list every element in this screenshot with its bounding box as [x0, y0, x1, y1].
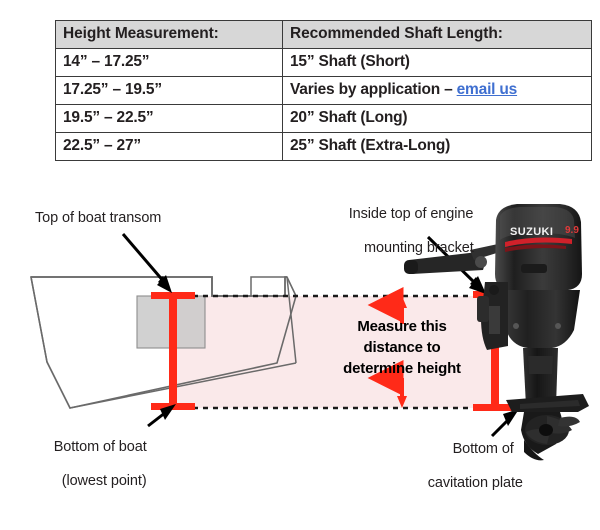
label-bottom-of-cavitation-plate: Bottom of cavitation plate	[412, 424, 523, 509]
engine-mounting-bracket	[477, 282, 508, 350]
cell-shaft-recommendation: 20” Shaft (Long)	[282, 104, 592, 133]
cavitation-label-line-1: Bottom of	[452, 441, 514, 457]
callout-arrow-cavitation	[490, 409, 519, 438]
engine-lower-unit	[521, 412, 580, 461]
bracket-label-line-1: Inside top of engine	[348, 206, 474, 222]
cell-height-range: 14” – 17.25”	[55, 48, 283, 77]
bracket-label-line-2: mounting bracket	[364, 240, 474, 256]
engine-drive-shaft	[523, 348, 558, 406]
callout-arrow-transom	[121, 233, 172, 293]
table-row: 22.5” – 27” 25” Shaft (Extra-Long)	[55, 132, 592, 161]
boat-hull-silhouette	[30, 276, 297, 409]
label-measure-this-distance: Measure this distance to determine heigh…	[318, 316, 486, 379]
cell-shaft-recommendation: Varies by application – email us	[282, 76, 592, 105]
label-inside-top-of-engine-mounting-bracket: Inside top of engine mounting bracket	[333, 189, 474, 274]
cell-height-range: 19.5” – 22.5”	[55, 104, 283, 133]
table-header-row: Height Measurement: Recommended Shaft Le…	[55, 20, 592, 49]
cell-shaft-recommendation: 25” Shaft (Extra-Long)	[282, 132, 592, 161]
measurement-shaded-region	[173, 296, 495, 408]
cell-height-range: 22.5” – 27”	[55, 132, 283, 161]
engine-mid-housing	[499, 290, 580, 348]
measure-label-line-3: determine height	[343, 360, 461, 377]
bottom-boat-label-line-2: (lowest point)	[61, 473, 147, 489]
measure-label-line-1: Measure this	[357, 318, 447, 335]
callout-arrow-bottom-boat	[147, 404, 176, 428]
column-header-height-measurement: Height Measurement:	[55, 20, 283, 49]
column-header-recommended-shaft-length: Recommended Shaft Length:	[282, 20, 592, 49]
engine-brand-label: SUZUKI	[510, 226, 553, 238]
measure-label-line-2: distance to	[363, 339, 441, 356]
email-us-link[interactable]: email us	[456, 81, 518, 98]
cavitation-plate	[506, 394, 589, 412]
engine-model-label: 9.9	[565, 225, 579, 236]
label-bottom-of-boat: Bottom of boat (lowest point)	[38, 422, 147, 507]
table-row: 19.5” – 22.5” 20” Shaft (Long)	[55, 104, 592, 133]
cavitation-label-line-2: cavitation plate	[427, 475, 523, 491]
engine-cowl: SUZUKI 9.9	[495, 204, 582, 290]
shaft-note-text: Varies by application –	[290, 81, 457, 98]
measure-distance-double-arrow	[367, 287, 407, 408]
diagram-illustration: SUZUKI 9.9	[30, 204, 589, 461]
bottom-boat-label-line-1: Bottom of boat	[53, 439, 147, 455]
table-row: 17.25” – 19.5” Varies by application – e…	[55, 76, 592, 105]
cell-height-range: 17.25” – 19.5”	[55, 76, 283, 105]
outboard-engine-illustration: SUZUKI 9.9	[404, 204, 589, 461]
label-top-of-boat-transom: Top of boat transom	[35, 210, 162, 226]
transom-height-measurement-diagram: SUZUKI 9.9	[0, 178, 600, 530]
engine-tiller-handle	[404, 244, 500, 274]
cell-shaft-recommendation: 15” Shaft (Short)	[282, 48, 592, 77]
shaft-length-recommendation-table: Height Measurement: Recommended Shaft Le…	[55, 20, 592, 161]
table-row: 14” – 17.25” 15” Shaft (Short)	[55, 48, 592, 77]
